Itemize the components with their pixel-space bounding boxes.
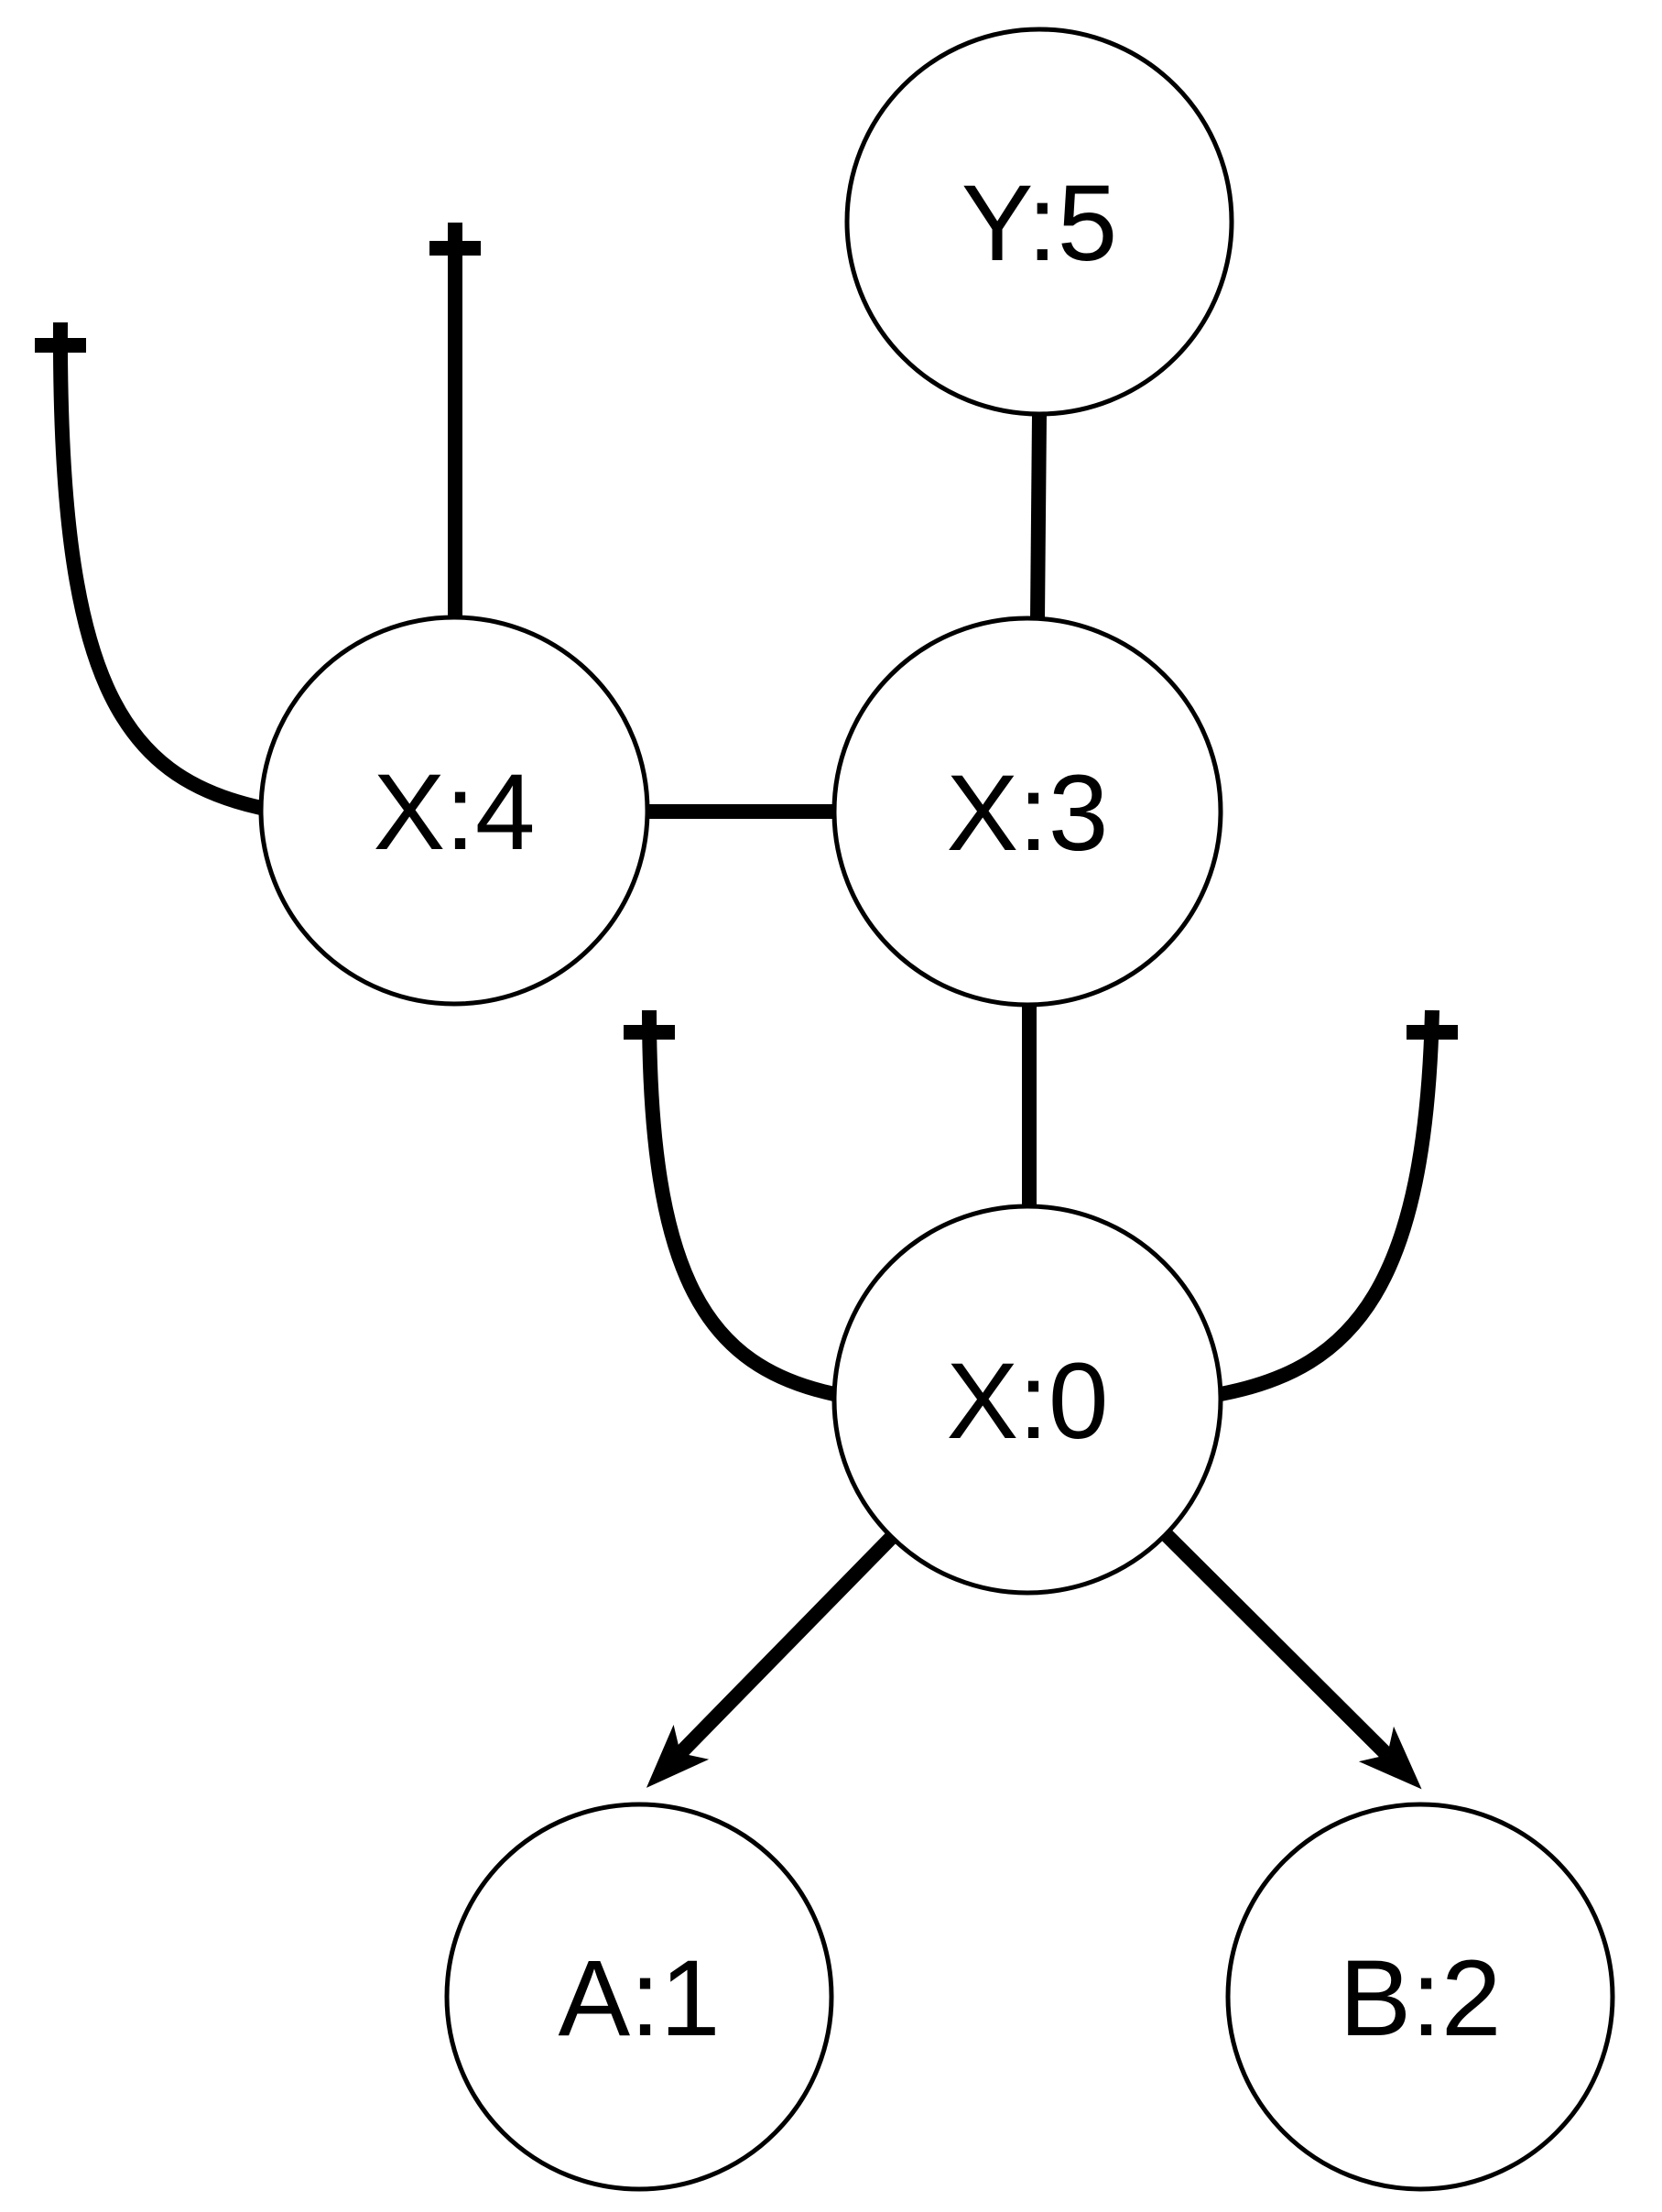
- edge-x0-upleft-tee: [624, 1009, 836, 1401]
- edge-x0-a1-arrow: [646, 1531, 897, 1788]
- node-b2-label: B:2: [1339, 1938, 1501, 2059]
- node-x4-label: X:4: [373, 752, 535, 873]
- edge-x0-b2-arrow: [1160, 1529, 1422, 1790]
- tee-line: [1219, 1009, 1439, 1401]
- tee-line: [642, 1009, 836, 1401]
- node-y5-label: Y:5: [961, 163, 1118, 284]
- edge-y5-x3: [1030, 413, 1047, 620]
- node-y5-circle: [844, 27, 1234, 417]
- edge-x0-upright-tee: [1219, 1009, 1458, 1401]
- edge-x4-upleft-tee: [35, 321, 263, 815]
- tee-line: [52, 321, 263, 815]
- node-x0: X:0: [831, 1204, 1223, 1596]
- node-a1-label: A:1: [558, 1938, 720, 2059]
- node-x3: X:3: [831, 616, 1223, 1008]
- node-y5: Y:5: [844, 27, 1234, 417]
- node-x0-label: X:0: [946, 1341, 1108, 1462]
- node-x4: X:4: [258, 615, 650, 1007]
- node-b2: B:2: [1225, 1802, 1615, 2192]
- node-x3-label: X:3: [946, 753, 1108, 874]
- node-x0-circle: [831, 1204, 1223, 1596]
- node-x3-circle: [831, 616, 1223, 1008]
- node-x4-circle: [258, 615, 650, 1007]
- node-b2-circle: [1225, 1802, 1615, 2192]
- edge-x4-up-tee: [429, 223, 481, 617]
- node-a1-circle: [444, 1802, 834, 2192]
- node-a1: A:1: [444, 1802, 834, 2192]
